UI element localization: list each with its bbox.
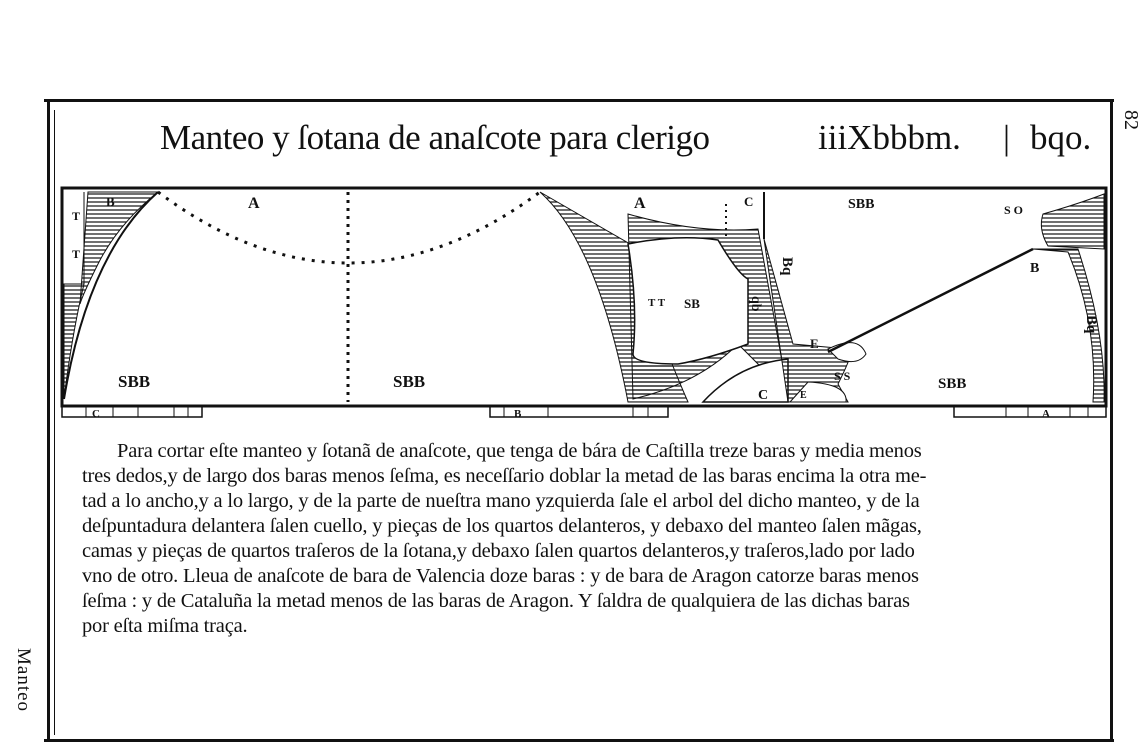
body-text-line: Para cortar eſte manteo y ſotanã de anaſ… [117, 440, 922, 462]
label-t: T [72, 247, 80, 261]
label-ss: S S [834, 369, 851, 383]
scale-label-b: B [514, 408, 522, 420]
page-number: 82 [1120, 110, 1142, 130]
scale-label-a: A [1042, 408, 1050, 420]
scale-strip-c: C [61, 405, 203, 420]
body-text-line: camas y pieças de quartos traſeros de la… [82, 540, 915, 562]
label-c: C [758, 388, 768, 403]
page-title: Manteo y ſotana de anaſcote para clerigo [160, 118, 710, 157]
hatched-region [1032, 248, 1105, 403]
label-e: E [800, 390, 807, 401]
body-text-line: por eſta miſma traça. [82, 615, 248, 637]
hatched-region [1040, 193, 1105, 250]
label-bq: Bq [1083, 315, 1099, 334]
body-text-line: tres dedos,y de largo dos baras menos ſe… [82, 465, 927, 487]
label-sbb: SBB [938, 376, 966, 392]
hatched-region [79, 191, 160, 305]
diagonal-cut [827, 247, 1034, 354]
frame-right-rule [1110, 99, 1113, 741]
dotted-arc [157, 190, 541, 265]
cut-curve [63, 191, 159, 400]
quarter-piece [701, 358, 789, 403]
label-sbb: SBB [118, 372, 150, 391]
sleeve-piece [627, 237, 749, 365]
frame-left-rule [47, 99, 50, 741]
body-text-line: tad a lo ancho,y a lo largo, y de la par… [82, 490, 920, 512]
scale-strip-b: B [489, 405, 669, 420]
margin-note: Manteo [13, 648, 34, 713]
pattern-diagram: T T B A SBB SBB A C SBB S O Bq T T SB qb… [60, 186, 1108, 420]
label-qb: qb [748, 296, 763, 312]
label-t: T [72, 209, 80, 223]
folio-number: iiiXbbbm. [818, 118, 961, 157]
label-sbb: SBB [848, 197, 874, 212]
label-a: A [248, 195, 260, 212]
label-e: E [810, 336, 819, 351]
label-bq: Bq [779, 257, 795, 276]
body-text-line: ſeſma : y de Cataluña la metad menos de … [82, 590, 910, 612]
label-c: C [744, 194, 753, 209]
frame-top-rule [44, 99, 1114, 102]
label-sbb: SBB [393, 372, 425, 391]
body-text-line: deſpuntadura delantera ſalen cuello, y p… [82, 515, 922, 537]
signature-mark: bqo. [1030, 118, 1092, 157]
collar-piece [788, 381, 847, 403]
label-sb: SB [684, 296, 700, 311]
scale-label-c: C [92, 408, 100, 420]
scale-strip-a: A [953, 405, 1107, 420]
label-so: S O [1004, 203, 1023, 217]
label-b: B [106, 194, 115, 209]
header-separator: | [1003, 118, 1011, 157]
frame-inner-left-rule [54, 110, 55, 735]
label-b: B [1030, 261, 1039, 276]
label-tt: T T [648, 297, 666, 309]
label-a: A [634, 195, 646, 212]
frame-bottom-rule [44, 739, 1114, 742]
body-text-line: vno de otro. Lleua de anaſcote de bara d… [82, 565, 919, 587]
